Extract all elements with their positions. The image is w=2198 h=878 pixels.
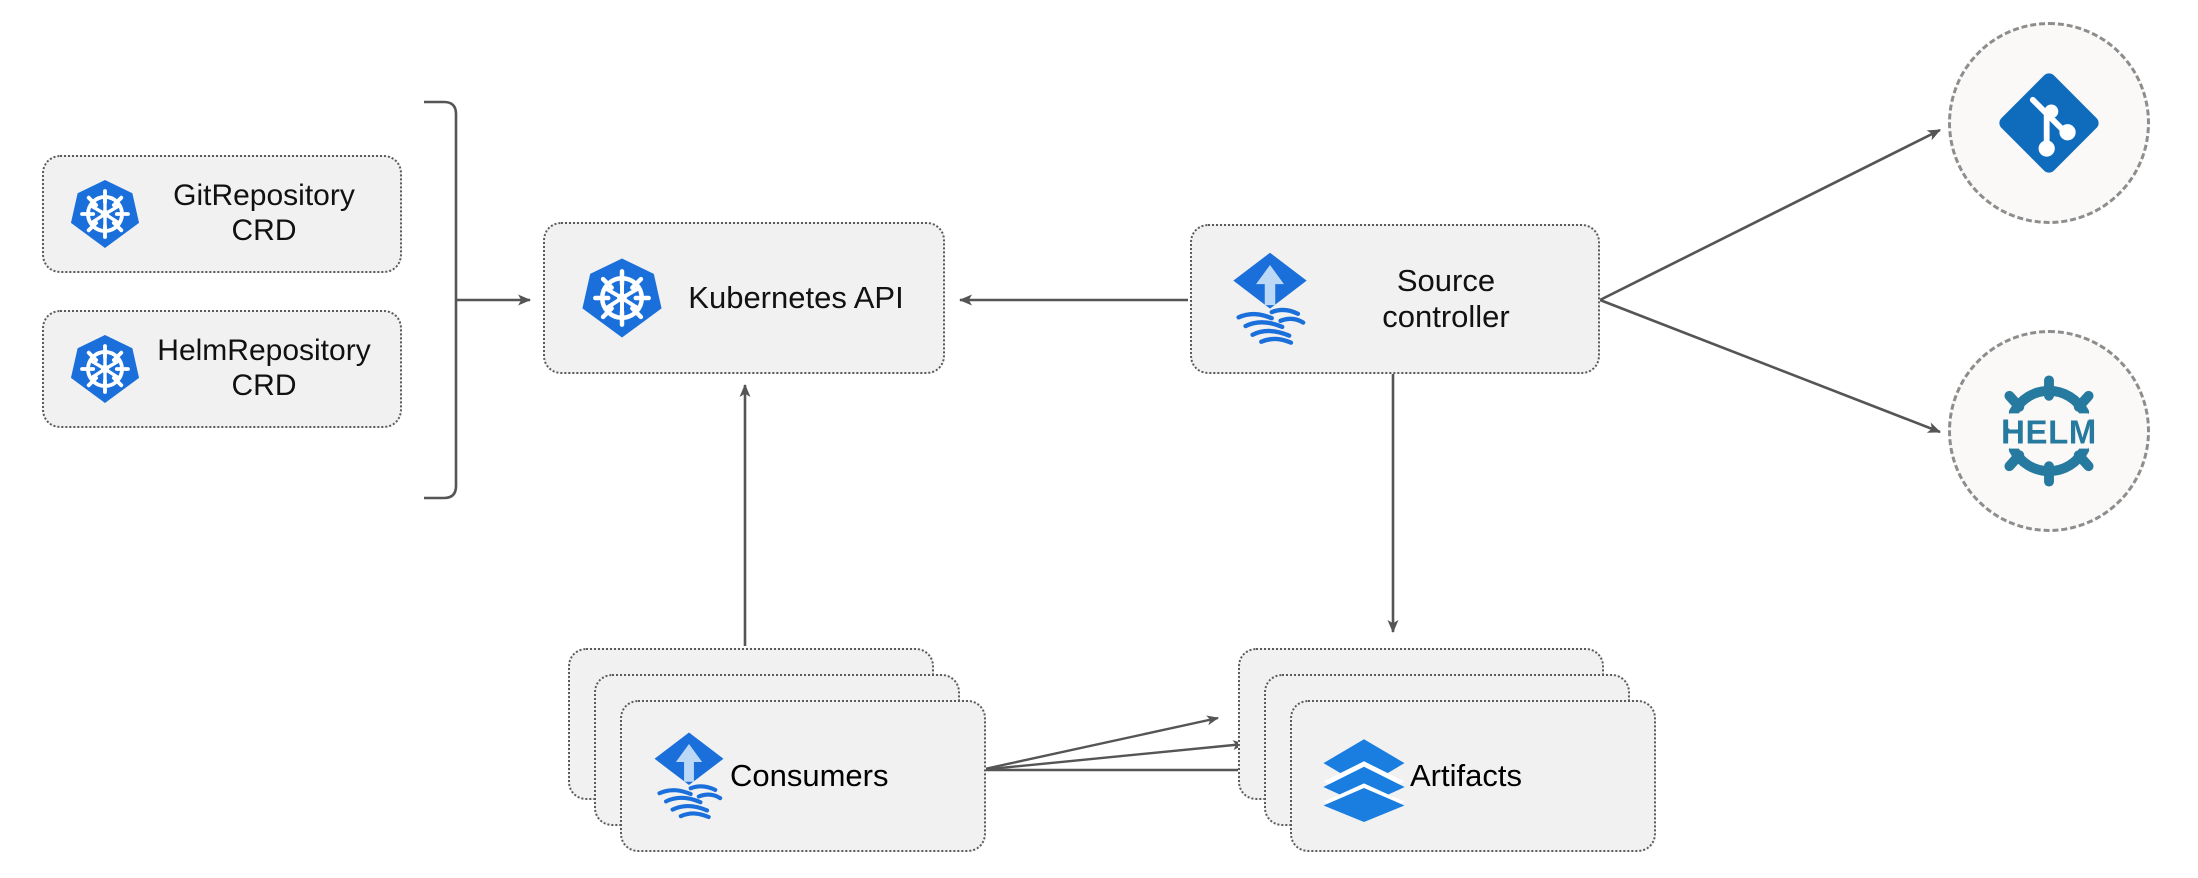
layers-icon [1318, 730, 1410, 822]
flux-icon [1226, 251, 1314, 347]
svg-text:HELM: HELM [2001, 414, 2097, 451]
kubernetes-icon [579, 255, 665, 341]
node-label: Consumers [730, 758, 889, 793]
arrow-source-to-git [1599, 128, 1941, 302]
node-consumers[interactable]: Consumers [568, 648, 988, 858]
node-helm-source[interactable]: HELM HELM [1948, 330, 2150, 532]
node-gitrepository-crd[interactable]: GitRepository CRD [42, 155, 402, 273]
consumers-layer-front[interactable]: Consumers [620, 700, 986, 852]
arrow-consumers-to-artifact-1 [979, 715, 1219, 772]
node-artifacts[interactable]: Artifacts [1238, 648, 1658, 858]
node-label: GitRepository CRD [173, 179, 355, 247]
kubernetes-icon [68, 332, 142, 406]
git-icon [1991, 65, 2107, 181]
flux-icon [648, 730, 730, 822]
crd-bracket [424, 100, 531, 500]
node-helmrepository-crd[interactable]: HelmRepository CRD [42, 310, 402, 428]
node-label: Artifacts [1410, 758, 1522, 793]
node-source-controller[interactable]: Source controller [1190, 224, 1600, 374]
node-kubernetes-api[interactable]: Kubernetes API [543, 222, 945, 374]
node-label: HelmRepository CRD [157, 334, 371, 402]
node-label: Kubernetes API [688, 280, 904, 316]
artifacts-layer-front[interactable]: Artifacts [1290, 700, 1656, 852]
kubernetes-icon [68, 177, 142, 251]
arrow-source-to-helm [1599, 298, 1941, 434]
arrow-consumers-to-artifact-2 [979, 740, 1245, 772]
node-git-source[interactable] [1948, 22, 2150, 224]
node-label: Source controller [1382, 263, 1510, 334]
helm-icon: HELM HELM [1983, 365, 2115, 497]
